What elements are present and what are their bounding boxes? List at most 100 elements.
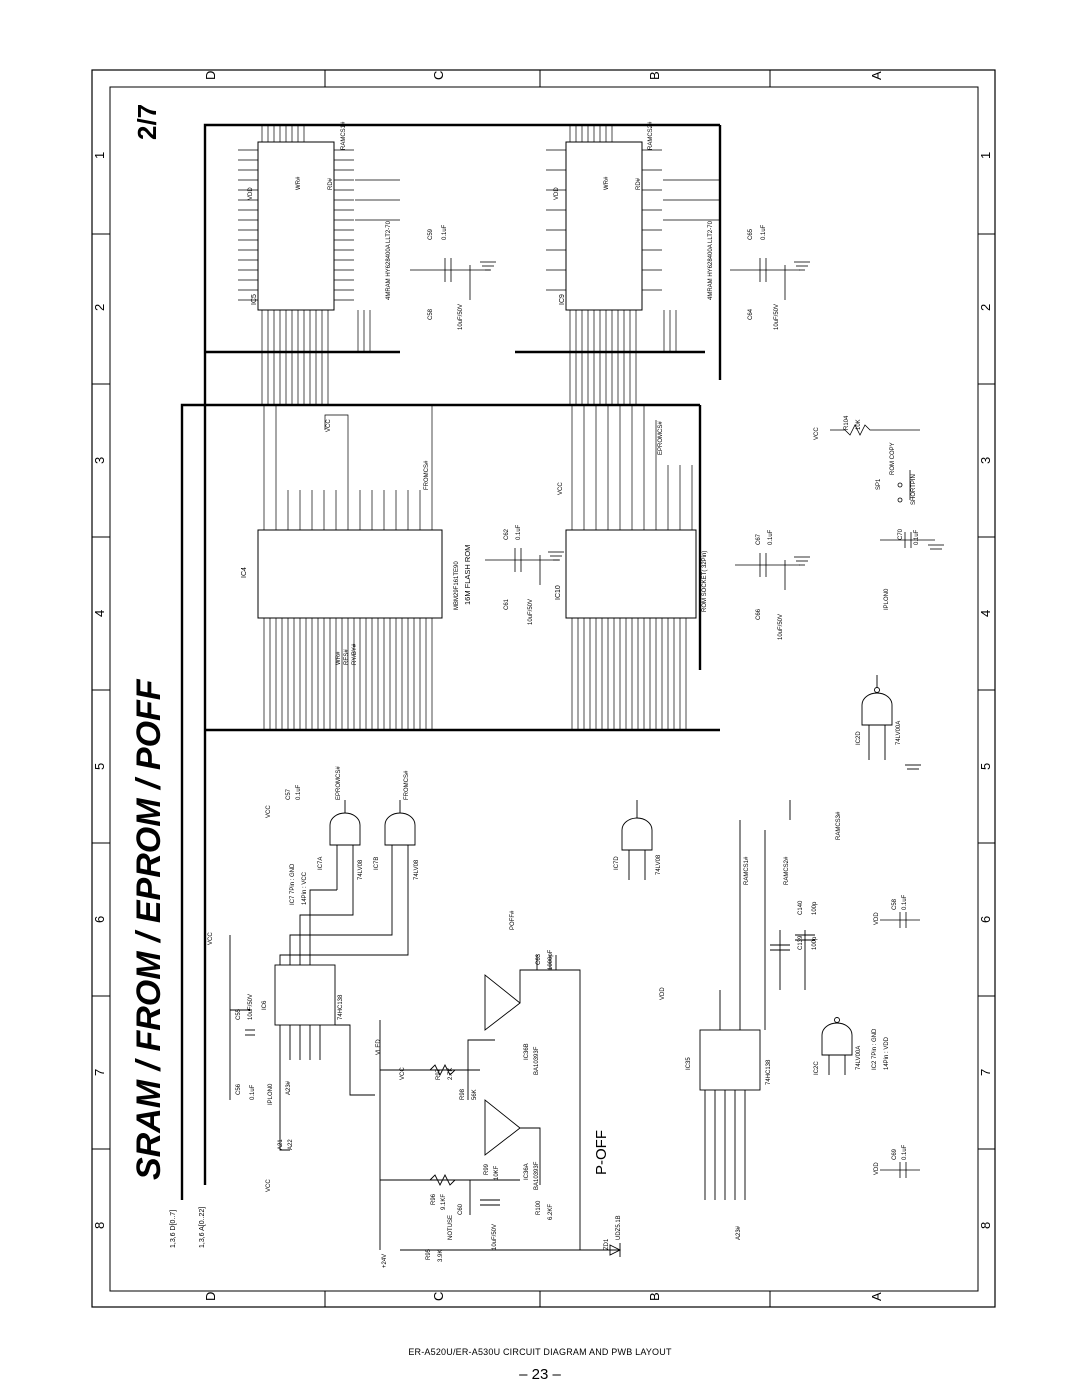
svg-text:IC2D: IC2D xyxy=(856,731,862,745)
svg-text:R98: R98 xyxy=(460,1088,466,1100)
svg-text:VDD: VDD xyxy=(874,912,880,925)
svg-text:RAMCS2#: RAMCS2# xyxy=(648,121,654,150)
ic4-flash-rom: IC4 MBM29F161TE90 16M FLASH ROM FROMCS# … xyxy=(241,405,472,730)
col-number-6-left: 6 xyxy=(92,916,107,923)
svg-text:IC9: IC9 xyxy=(559,294,566,305)
svg-text:ROM SOCKET( 32Pin): ROM SOCKET( 32Pin) xyxy=(702,551,708,612)
svg-text:IC4: IC4 xyxy=(241,567,248,578)
ic2d-gate xyxy=(861,675,921,770)
svg-text:0.1uF: 0.1uF xyxy=(250,1084,256,1100)
col-number-5-right: 5 xyxy=(978,763,993,770)
svg-text:9.1KF: 9.1KF xyxy=(441,1194,447,1210)
sheet-number: 2/7 xyxy=(132,104,162,140)
ic5-sram: IC5 4MRAM HY628400A LLT2-70 WR# RD# RAMC… xyxy=(238,121,400,405)
svg-text:RD#: RD# xyxy=(636,177,642,190)
svg-text:C61: C61 xyxy=(504,598,510,610)
svg-text:10uF/50V: 10uF/50V xyxy=(528,599,534,625)
page-number: – 23 – xyxy=(519,1366,561,1383)
ic2c-gate xyxy=(821,1017,853,1075)
row-letter-b-bottom: B xyxy=(647,1292,662,1301)
svg-text:0.1uF: 0.1uF xyxy=(902,1144,908,1160)
svg-text:VCC: VCC xyxy=(400,1067,406,1080)
ic7d-gate xyxy=(621,800,653,880)
svg-text:0.1uF: 0.1uF xyxy=(442,224,448,240)
svg-text:74LV08: 74LV08 xyxy=(656,854,662,875)
svg-text:C57: C57 xyxy=(286,788,292,800)
col-number-3-right: 3 xyxy=(978,457,993,464)
svg-text:C65: C65 xyxy=(748,228,754,240)
svg-text:4MRAM HY628400A LLT2-70: 4MRAM HY628400A LLT2-70 xyxy=(708,220,714,300)
svg-text:C67: C67 xyxy=(756,533,762,545)
svg-text:IPLON0: IPLON0 xyxy=(884,588,890,610)
bus-d-label: 1,3,6 D[0..7] xyxy=(170,1210,177,1248)
svg-text:RAMCS3#: RAMCS3# xyxy=(836,811,842,840)
svg-text:C70: C70 xyxy=(898,528,904,540)
svg-text:RY/BY#: RY/BY# xyxy=(352,643,358,665)
poff-label: P-OFF xyxy=(593,1130,610,1175)
svg-text:C63: C63 xyxy=(536,953,542,965)
inner-frame xyxy=(109,86,979,1292)
svg-text:IC36B: IC36B xyxy=(524,1043,530,1060)
svg-text:4MRAM HY628400A LLT2-70: 4MRAM HY628400A LLT2-70 xyxy=(386,220,392,300)
svg-text:74LV00A: 74LV00A xyxy=(856,1046,862,1070)
footer-title: ER-A520U/ER-A530U CIRCUIT DIAGRAM AND PW… xyxy=(408,1347,672,1357)
svg-text:10KF: 10KF xyxy=(494,1165,500,1180)
row-letter-c-top: C xyxy=(431,71,446,80)
svg-text:2.7K: 2.7K xyxy=(448,1068,454,1080)
svg-text:R97: R97 xyxy=(436,1068,442,1080)
svg-text:IC7D: IC7D xyxy=(614,856,620,870)
svg-text:MBM29F161TE90: MBM29F161TE90 xyxy=(454,561,460,610)
svg-text:14Pin : VDD: 14Pin : VDD xyxy=(884,1036,890,1070)
col-number-8-left: 8 xyxy=(92,1222,107,1229)
svg-text:R95: R95 xyxy=(426,1248,432,1260)
svg-text:UDZ5.1B: UDZ5.1B xyxy=(616,1215,622,1240)
row-letter-c-bottom: C xyxy=(431,1292,446,1301)
col-number-1-right: 1 xyxy=(978,152,993,159)
svg-text:A23#: A23# xyxy=(736,1225,742,1240)
svg-text:10uF/50V: 10uF/50V xyxy=(492,1224,498,1250)
svg-text:VDD: VDD xyxy=(248,187,254,200)
svg-text:WR#: WR# xyxy=(336,651,342,665)
bus-a-label: 1,3,6 A[0..22] xyxy=(199,1207,206,1248)
svg-text:R96: R96 xyxy=(431,1193,437,1205)
svg-text:10uF/50V: 10uF/50V xyxy=(778,614,784,640)
svg-text:BA10393F: BA10393F xyxy=(534,1046,540,1075)
svg-text:IC2 7Pin : GND: IC2 7Pin : GND xyxy=(872,1028,878,1070)
svg-text:A23#: A23# xyxy=(286,1080,292,1095)
svg-text:6.2KF: 6.2KF xyxy=(548,1204,554,1220)
col-number-7-right: 7 xyxy=(978,1069,993,1076)
col-number-6-right: 6 xyxy=(978,916,993,923)
svg-text:C66: C66 xyxy=(756,608,762,620)
svg-text:VLED: VLED xyxy=(376,1039,382,1055)
col-number-8-right: 8 xyxy=(978,1222,993,1229)
svg-text:C58: C58 xyxy=(428,308,434,320)
svg-text:0.1uF: 0.1uF xyxy=(768,529,774,545)
ic7-gates xyxy=(279,800,416,965)
frame-ticks xyxy=(92,70,995,1307)
svg-text:C139: C139 xyxy=(798,935,804,950)
svg-text:POFF#: POFF# xyxy=(510,910,516,930)
svg-text:74LV00A: 74LV00A xyxy=(896,721,902,745)
svg-text:+24V: +24V xyxy=(382,1254,388,1268)
svg-text:IC35: IC35 xyxy=(686,1057,692,1070)
svg-text:56K: 56K xyxy=(472,1089,478,1100)
svg-text:SHORTPIN: SHORTPIN xyxy=(911,474,917,505)
col-number-5-left: 5 xyxy=(92,763,107,770)
svg-text:R104: R104 xyxy=(844,415,850,430)
svg-text:VCC: VCC xyxy=(558,482,564,495)
svg-text:VDD: VDD xyxy=(554,187,560,200)
svg-text:C55: C55 xyxy=(236,1008,242,1020)
svg-text:0.1uF: 0.1uF xyxy=(761,224,767,240)
svg-text:C64: C64 xyxy=(748,308,754,320)
svg-text:0.1uF: 0.1uF xyxy=(902,894,908,910)
svg-text:VDD: VDD xyxy=(874,1162,880,1175)
svg-text:R100: R100 xyxy=(536,1200,542,1215)
svg-text:IC6: IC6 xyxy=(262,1000,268,1010)
svg-text:74HC138: 74HC138 xyxy=(766,1059,772,1085)
col-number-3-left: 3 xyxy=(92,457,107,464)
svg-text:74HC138: 74HC138 xyxy=(338,994,344,1020)
svg-text:VCC: VCC xyxy=(208,932,214,945)
svg-text:C140: C140 xyxy=(798,900,804,915)
svg-text:FROMCS#: FROMCS# xyxy=(424,460,430,490)
svg-text:C56: C56 xyxy=(236,1083,242,1095)
